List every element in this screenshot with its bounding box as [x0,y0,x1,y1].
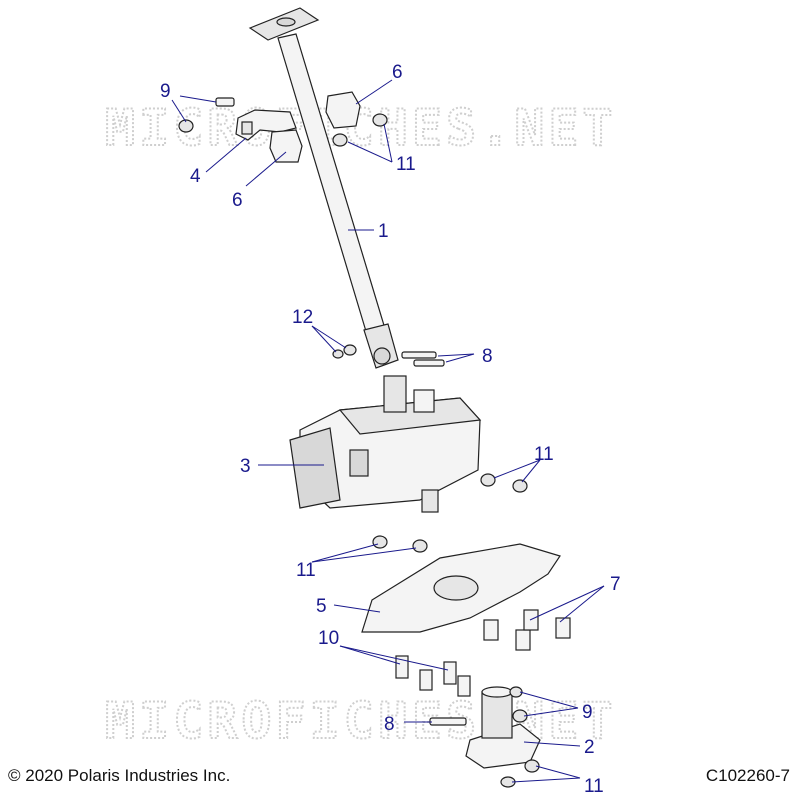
leader-lines [171,79,605,783]
callout-11-top: 11 [396,154,416,175]
steering-gearbox [289,375,482,513]
callout-5: 5 [316,596,327,617]
callout-2: 2 [584,737,595,758]
callout-3: 3 [240,456,251,477]
bolts-8-upper [401,351,445,367]
callout-6-upper: 6 [392,62,403,83]
callout-11-gearbox: 11 [534,444,554,465]
copyright-text: © 2020 Polaris Industries Inc. [8,766,231,785]
mounting-plate [361,543,561,633]
nuts-11-gearbox [480,473,528,493]
callout-11-plate: 11 [296,560,316,581]
callout-7: 7 [610,574,621,595]
callout-10: 10 [318,628,339,649]
bolts-7 [483,609,571,651]
screws-9-lower [509,686,528,723]
nut-11-top [332,113,388,147]
screw-9-top [178,97,235,133]
callout-8-upper: 8 [482,346,493,367]
callout-9-upper: 9 [160,81,171,102]
bolt-8-lower [429,717,467,726]
callout-9-lower: 9 [582,702,593,723]
callout-11-lower: 11 [584,776,604,797]
callout-8-lower: 8 [384,714,395,735]
callout-1: 1 [378,221,389,242]
bushing-lower [269,129,303,163]
callout-6-lower: 6 [232,190,243,211]
nuts-11-plate [372,535,428,553]
drawing-number: C102260-7 [705,766,790,785]
bushing-upper [325,91,361,129]
steering-column-shaft [248,7,399,369]
bolts-10 [395,655,471,697]
callout-4: 4 [190,166,201,187]
callout-12: 12 [292,307,313,328]
nut-12 [332,344,357,359]
